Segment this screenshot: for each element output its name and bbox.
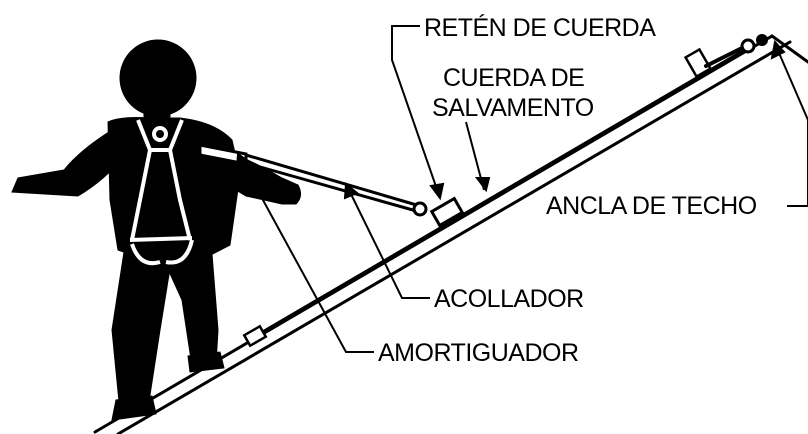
leader-lanyard	[347, 187, 430, 299]
anchor-strap	[704, 46, 744, 68]
worker-right-foot	[187, 351, 225, 373]
worker-right-leg	[161, 253, 219, 367]
roof-edge-line	[116, 40, 792, 434]
labels: RETÉN DE CUERDA CUERDA DE SALVAMENTO ANC…	[378, 13, 757, 367]
label-lifeline-line2: SALVAMENTO	[432, 94, 594, 122]
leader-lines	[235, 25, 808, 353]
lanyard-line-bottom	[244, 161, 422, 214]
lifeline-rope	[253, 50, 744, 339]
arrow-lanyard	[343, 182, 359, 200]
harness-d-ring	[152, 126, 168, 142]
worker-left-leg	[111, 251, 173, 413]
leader-roof-anchor	[775, 45, 808, 207]
label-rope-grab: RETÉN DE CUERDA	[424, 13, 656, 42]
anchor-ring	[756, 34, 768, 46]
lifeline	[242, 50, 744, 348]
leader-shock-absorber	[239, 157, 374, 353]
lanyard-line-top	[244, 153, 422, 208]
lanyard-assembly	[198, 143, 465, 228]
rope-grab-device	[429, 196, 465, 228]
harness-waist-strap	[129, 236, 193, 242]
lifeline-end-block	[242, 324, 268, 348]
arrow-rope-grab	[429, 182, 445, 201]
harness-leg-loop-right	[165, 239, 194, 265]
worker-head	[119, 39, 197, 117]
harness	[129, 119, 194, 266]
roof-anchor-bracket	[683, 47, 713, 79]
lanyard-hook	[412, 201, 428, 217]
anchor-carabiner	[740, 38, 756, 54]
worker-left-foot	[111, 395, 157, 421]
roof-peak-line	[770, 34, 808, 64]
roof-anchor	[683, 34, 768, 79]
label-lifeline-line1: CUERDA DE	[443, 64, 584, 92]
arrow-roof-anchor	[770, 39, 786, 60]
label-roof-anchor: ANCLA DE TECHO	[546, 192, 757, 220]
harness-left-strap	[130, 119, 152, 241]
label-shock-absorber: AMORTIGUADOR	[378, 339, 579, 367]
worker-left-arm	[11, 129, 123, 197]
label-lanyard: ACOLLADOR	[434, 285, 584, 313]
harness-right-strap	[168, 119, 192, 241]
worker	[11, 39, 302, 421]
harness-leg-loop-left	[130, 243, 161, 266]
arrow-lifeline	[475, 177, 491, 193]
arrow-shock-absorber	[235, 152, 251, 170]
leader-rope-grab	[391, 25, 441, 199]
